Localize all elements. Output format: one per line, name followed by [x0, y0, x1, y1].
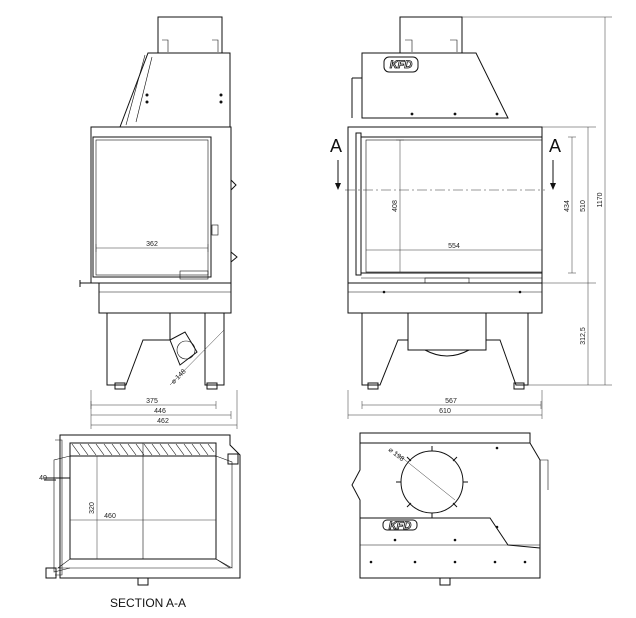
dim-plan-width: 460 — [104, 513, 116, 520]
section-a-a-plan: 40 320 460 SECTION A-A — [39, 434, 241, 610]
dim-side-567: 567 — [445, 398, 457, 405]
dim-side-window-width: 554 — [448, 243, 460, 250]
dim-base-height: 312,5 — [580, 327, 587, 345]
dim-front-inner-width: 362 — [146, 241, 158, 248]
dim-plan-depth: 320 — [89, 502, 96, 514]
dim-front-446: 446 — [154, 408, 166, 415]
dim-flue-diameter: ⌀ 148 — [170, 368, 188, 386]
kfd-logo: KFD — [390, 59, 413, 71]
dim-top-flue-diameter: ⌀ 198 — [387, 447, 405, 464]
dim-total-height: 1170 — [597, 192, 604, 207]
section-marker-left: A — [330, 136, 342, 156]
dim-front-375: 375 — [146, 398, 158, 405]
dim-side-glass-height: 510 — [580, 200, 587, 212]
section-marker-right: A — [549, 136, 561, 156]
dim-side-window-height: 408 — [392, 200, 399, 212]
kfd-logo-top: KFD — [389, 520, 412, 532]
section-title: SECTION A-A — [110, 596, 186, 610]
dim-plan-offset: 40 — [39, 475, 47, 482]
dim-side-inner-height: 434 — [564, 200, 571, 212]
front-view: 362 ⌀ 148 375 446 462 — [79, 16, 238, 429]
side-view: KFD A A 408 554 — [330, 16, 612, 419]
dim-front-462: 462 — [157, 418, 169, 425]
dim-side-610: 610 — [439, 408, 451, 415]
top-view: ⌀ 198 KFD — [351, 432, 549, 586]
